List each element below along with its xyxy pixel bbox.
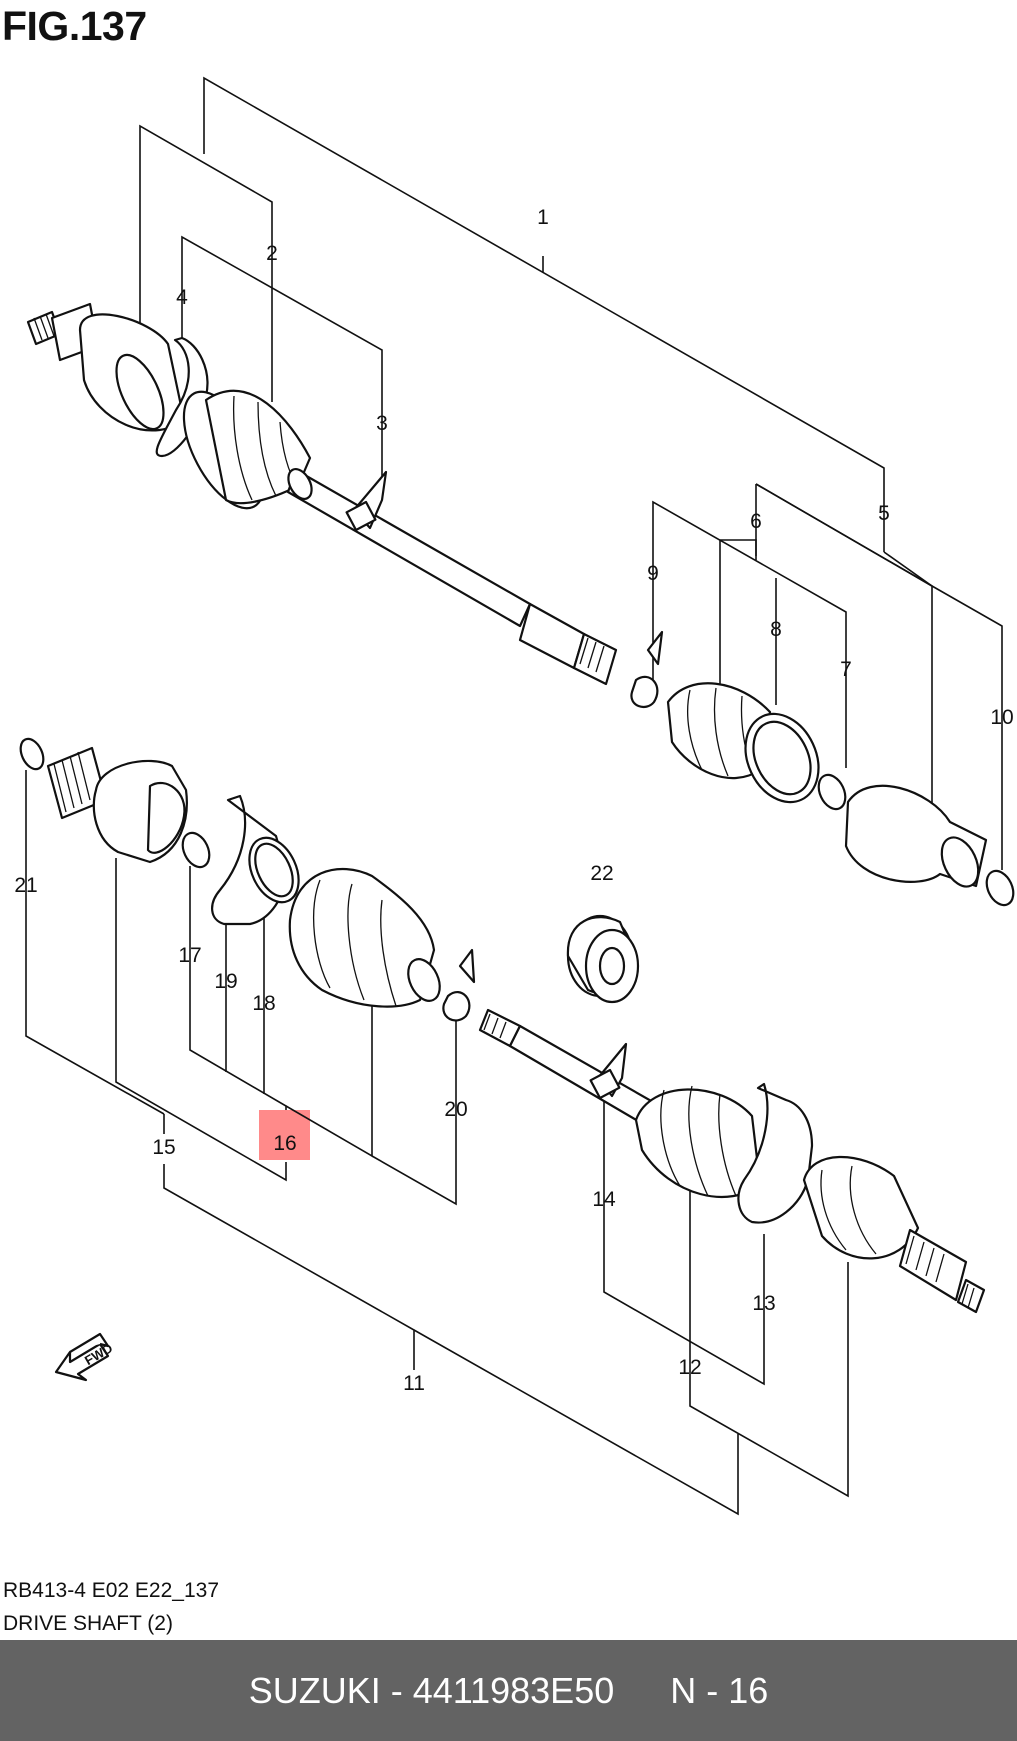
label-16[interactable]: 16 — [273, 1132, 296, 1155]
label-5[interactable]: 5 — [878, 502, 890, 525]
lower-drive-shaft — [19, 737, 986, 1314]
label-13[interactable]: 13 — [752, 1292, 775, 1315]
label-4[interactable]: 4 — [176, 286, 188, 309]
label-9[interactable]: 9 — [647, 562, 659, 585]
label-7[interactable]: 7 — [840, 658, 852, 681]
label-2[interactable]: 2 — [266, 242, 278, 265]
label-15[interactable]: 15 — [152, 1136, 175, 1159]
leader-lines-lower — [25, 770, 849, 1516]
label-20[interactable]: 20 — [444, 1098, 467, 1121]
label-21[interactable]: 21 — [14, 874, 37, 897]
footer-bar: SUZUKI - 4411983E50 N - 16 — [0, 1640, 1017, 1741]
label-1[interactable]: 1 — [537, 206, 549, 229]
diagram-info: RB413-4 E02 E22_137 DRIVE SHAFT (2) — [3, 1574, 219, 1640]
parts-diagram: FWD 1 2 3 4 5 6 7 8 9 10 11 12 13 14 15 … — [14, 76, 1015, 1516]
fwd-arrow-icon: FWD — [54, 1332, 115, 1382]
label-17[interactable]: 17 — [178, 944, 201, 967]
label-6[interactable]: 6 — [750, 510, 762, 533]
upper-drive-shaft — [26, 302, 1015, 907]
label-3[interactable]: 3 — [376, 412, 388, 435]
part-labels: 1 2 3 4 5 6 7 8 9 10 11 12 13 14 15 16 1… — [14, 206, 1013, 1395]
label-14[interactable]: 14 — [592, 1188, 616, 1211]
label-8[interactable]: 8 — [770, 618, 782, 641]
label-11[interactable]: 11 — [403, 1372, 425, 1395]
footer-position: N - 16 — [670, 1669, 769, 1711]
leader-lines-upper — [139, 76, 1003, 870]
label-18[interactable]: 18 — [252, 992, 275, 1015]
diagram-name: DRIVE SHAFT (2) — [3, 1612, 173, 1635]
label-19[interactable]: 19 — [214, 970, 237, 993]
figure-title: FIG.137 — [2, 3, 147, 49]
label-22[interactable]: 22 — [590, 862, 613, 885]
diagram-code: RB413-4 E02 E22_137 — [3, 1579, 219, 1602]
label-12[interactable]: 12 — [678, 1356, 701, 1379]
highlight-box[interactable] — [259, 1110, 310, 1160]
footer-part-number: SUZUKI - 4411983E50 — [248, 1669, 615, 1711]
label-10[interactable]: 10 — [990, 706, 1013, 729]
